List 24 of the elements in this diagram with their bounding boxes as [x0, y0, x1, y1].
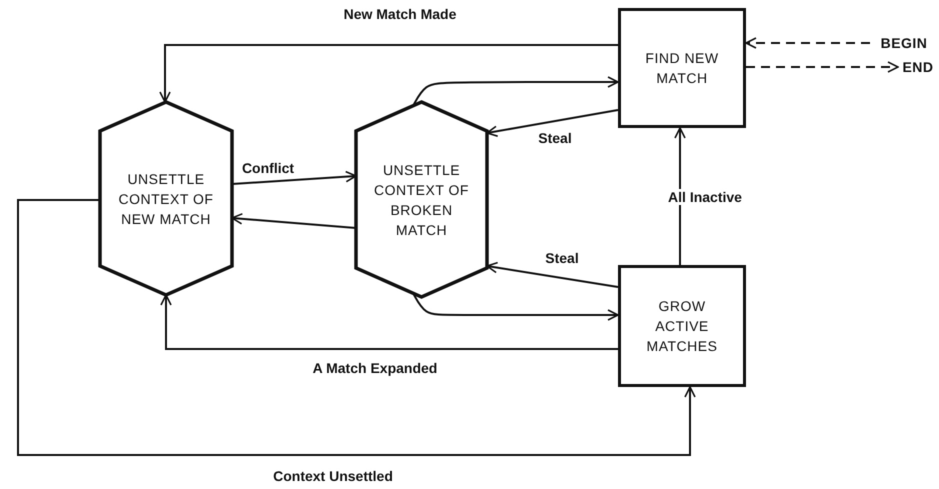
terminal-label: BEGIN [880, 34, 928, 53]
arrow [674, 127, 686, 265]
process-box [618, 265, 746, 387]
arrow [745, 37, 870, 49]
arrow [486, 262, 618, 288]
node-label: UNSETTLE CONTEXT OF NEW MATCH [118, 170, 214, 228]
edge-label: All Inactive [666, 189, 744, 205]
node-label: FIND NEW MATCH [644, 49, 720, 88]
arrow [160, 294, 618, 350]
node-label: UNSETTLE CONTEXT OF BROKEN MATCH [373, 160, 470, 240]
node-label: GROW ACTIVE MATCHES [646, 297, 718, 356]
process-box [618, 8, 746, 128]
arrow [159, 44, 618, 103]
arrow [17, 199, 696, 456]
arrow [232, 170, 357, 185]
terminal-label: END [902, 58, 934, 77]
edge-label: Conflict [240, 160, 296, 176]
edge-label: New Match Made [342, 6, 458, 22]
edge-label: Context Unsettled [271, 468, 395, 484]
edge-label: Steal [536, 130, 574, 146]
edge-label: A Match Expanded [310, 360, 440, 376]
arrow [746, 61, 899, 73]
edge-label: Steal [543, 250, 581, 266]
arrow [486, 109, 618, 137]
